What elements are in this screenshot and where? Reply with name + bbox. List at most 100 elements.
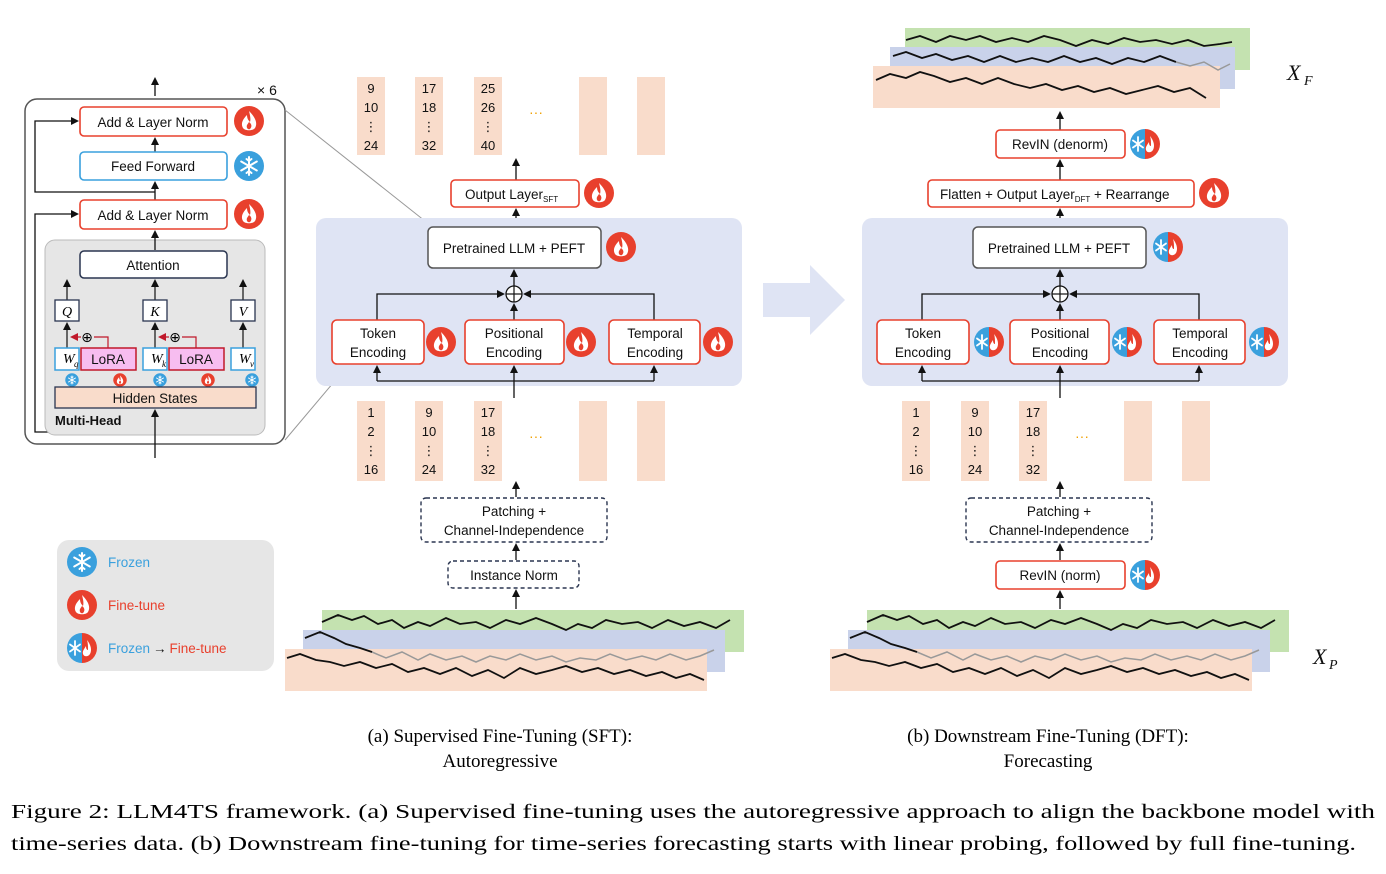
patch-index: 40 bbox=[481, 138, 495, 153]
wk-label: W bbox=[151, 352, 164, 367]
sft-temporal-encoding bbox=[608, 319, 701, 365]
sft-token-label-2: Encoding bbox=[350, 345, 406, 360]
patch-index: 32 bbox=[1026, 462, 1040, 477]
wv-label: W bbox=[239, 352, 252, 367]
legend-transition-label: Frozen→Fine-tune bbox=[108, 641, 227, 656]
patch-column bbox=[1019, 401, 1047, 481]
sft-positional-label-2: Encoding bbox=[486, 345, 542, 360]
patch-index: 18 bbox=[422, 100, 436, 115]
frozen-to-finetune-icon bbox=[1248, 326, 1280, 358]
patch-index: ⋮ bbox=[365, 119, 378, 134]
patch-index: ⋮ bbox=[910, 443, 923, 458]
lora-label-1: LoRA bbox=[91, 352, 125, 367]
snowflake-icon bbox=[64, 372, 80, 388]
frozen-to-finetune-icon bbox=[1129, 128, 1161, 160]
legend-transition-arrow: → bbox=[153, 641, 167, 656]
sft-temporal-to-sum bbox=[523, 290, 655, 320]
dft-flatten-text: Flatten + Output Layer bbox=[940, 187, 1075, 202]
frozen-to-finetune-icon bbox=[1129, 559, 1161, 591]
attention-label: Attention bbox=[126, 258, 179, 273]
series-line bbox=[304, 631, 373, 653]
k-block bbox=[142, 299, 168, 322]
patch-index: 17 bbox=[481, 405, 495, 420]
patch-column bbox=[474, 77, 502, 155]
sft-temporal-label-2: Encoding bbox=[627, 345, 683, 360]
q-block bbox=[54, 299, 80, 322]
patch-index: ⋮ bbox=[482, 443, 495, 458]
patch-index: ⋮ bbox=[1027, 443, 1040, 458]
sft-positional-label-1: Positional bbox=[485, 326, 544, 341]
patch-index: 24 bbox=[422, 462, 436, 477]
k-label: K bbox=[149, 305, 160, 320]
dft-llm-label: Pretrained LLM + PEFT bbox=[988, 241, 1130, 256]
snowflake-icon bbox=[233, 150, 265, 182]
patch-index: 32 bbox=[481, 462, 495, 477]
sft-input-series bbox=[285, 610, 744, 691]
series-line bbox=[831, 653, 1250, 681]
patch-index: ⋮ bbox=[365, 443, 378, 458]
patch-column bbox=[357, 77, 385, 155]
dft-flatten-subscript: DFT bbox=[1075, 195, 1091, 204]
fire-icon bbox=[703, 327, 733, 357]
sft-instance-norm-block bbox=[447, 560, 580, 589]
patch-index: 24 bbox=[364, 138, 378, 153]
dft-positional-encoding bbox=[1009, 319, 1110, 365]
sft-token-encoding bbox=[331, 319, 425, 365]
frozen-to-finetune-icon bbox=[66, 632, 98, 664]
dft-token-label-1: Token bbox=[905, 326, 941, 341]
patch-index: 2 bbox=[367, 424, 374, 439]
sft-output-patch-blank bbox=[637, 77, 665, 155]
dft-token-to-sum bbox=[921, 290, 1051, 320]
lora-sum-2: ⊕ bbox=[169, 329, 181, 345]
patch-index: 2 bbox=[912, 424, 919, 439]
sft-input-patch-blank bbox=[579, 401, 607, 481]
zoom-line bbox=[284, 109, 431, 226]
dft-token-label-2: Encoding bbox=[895, 345, 951, 360]
patch-index: 10 bbox=[422, 424, 436, 439]
patch-index: 32 bbox=[422, 138, 436, 153]
snowflake-icon bbox=[244, 372, 260, 388]
q-label: Q bbox=[62, 305, 72, 320]
fire-icon bbox=[234, 106, 264, 136]
sft-llm-label: Pretrained LLM + PEFT bbox=[443, 241, 585, 256]
sft-caption-line2: Autoregressive bbox=[442, 751, 557, 772]
feed-forward-label: Feed Forward bbox=[111, 159, 195, 174]
patch-column bbox=[961, 401, 989, 481]
revin-norm-label: RevIN (norm) bbox=[1019, 568, 1100, 583]
dft-rearrange-text: + Rearrange bbox=[1090, 187, 1169, 202]
series-line bbox=[321, 614, 731, 631]
sft-output-layer bbox=[450, 179, 580, 208]
patch-index: 18 bbox=[481, 424, 495, 439]
xp-label: X bbox=[1312, 644, 1328, 669]
hidden-states-block bbox=[54, 386, 257, 409]
fire-icon bbox=[426, 327, 456, 357]
series-orange-band bbox=[873, 66, 1220, 108]
fire-icon bbox=[1199, 178, 1229, 208]
revin-norm-block bbox=[995, 560, 1126, 590]
xf-subscript: F bbox=[1303, 74, 1313, 89]
patch-index: 25 bbox=[481, 81, 495, 96]
series-line bbox=[849, 631, 918, 653]
legend-finetune-label: Fine-tune bbox=[108, 598, 165, 613]
sft-to-dft-arrow bbox=[763, 265, 845, 335]
add-layer-norm-top bbox=[79, 106, 228, 137]
series-line bbox=[875, 71, 1207, 99]
legend-transition-finetune: Fine-tune bbox=[170, 641, 227, 656]
patch-column bbox=[415, 401, 443, 481]
fire-icon bbox=[584, 178, 614, 208]
dft-token-encoding bbox=[876, 319, 970, 365]
sft-temporal-label-1: Temporal bbox=[627, 326, 683, 341]
sft-positional-encoding bbox=[464, 319, 565, 365]
patch-column bbox=[902, 401, 930, 481]
patch-index: 1 bbox=[367, 405, 374, 420]
feed-forward-block bbox=[79, 151, 228, 181]
dft-temporal-to-sum bbox=[1069, 290, 1200, 320]
legend: Frozen Fine-tune Frozen→Fine-tune bbox=[57, 540, 274, 671]
series-orange-band bbox=[830, 649, 1252, 691]
patch-index: 1 bbox=[912, 405, 919, 420]
sft-output-ellipsis: ··· bbox=[529, 104, 543, 120]
legend-frozen-label: Frozen bbox=[108, 555, 150, 570]
fire-icon bbox=[606, 232, 636, 262]
